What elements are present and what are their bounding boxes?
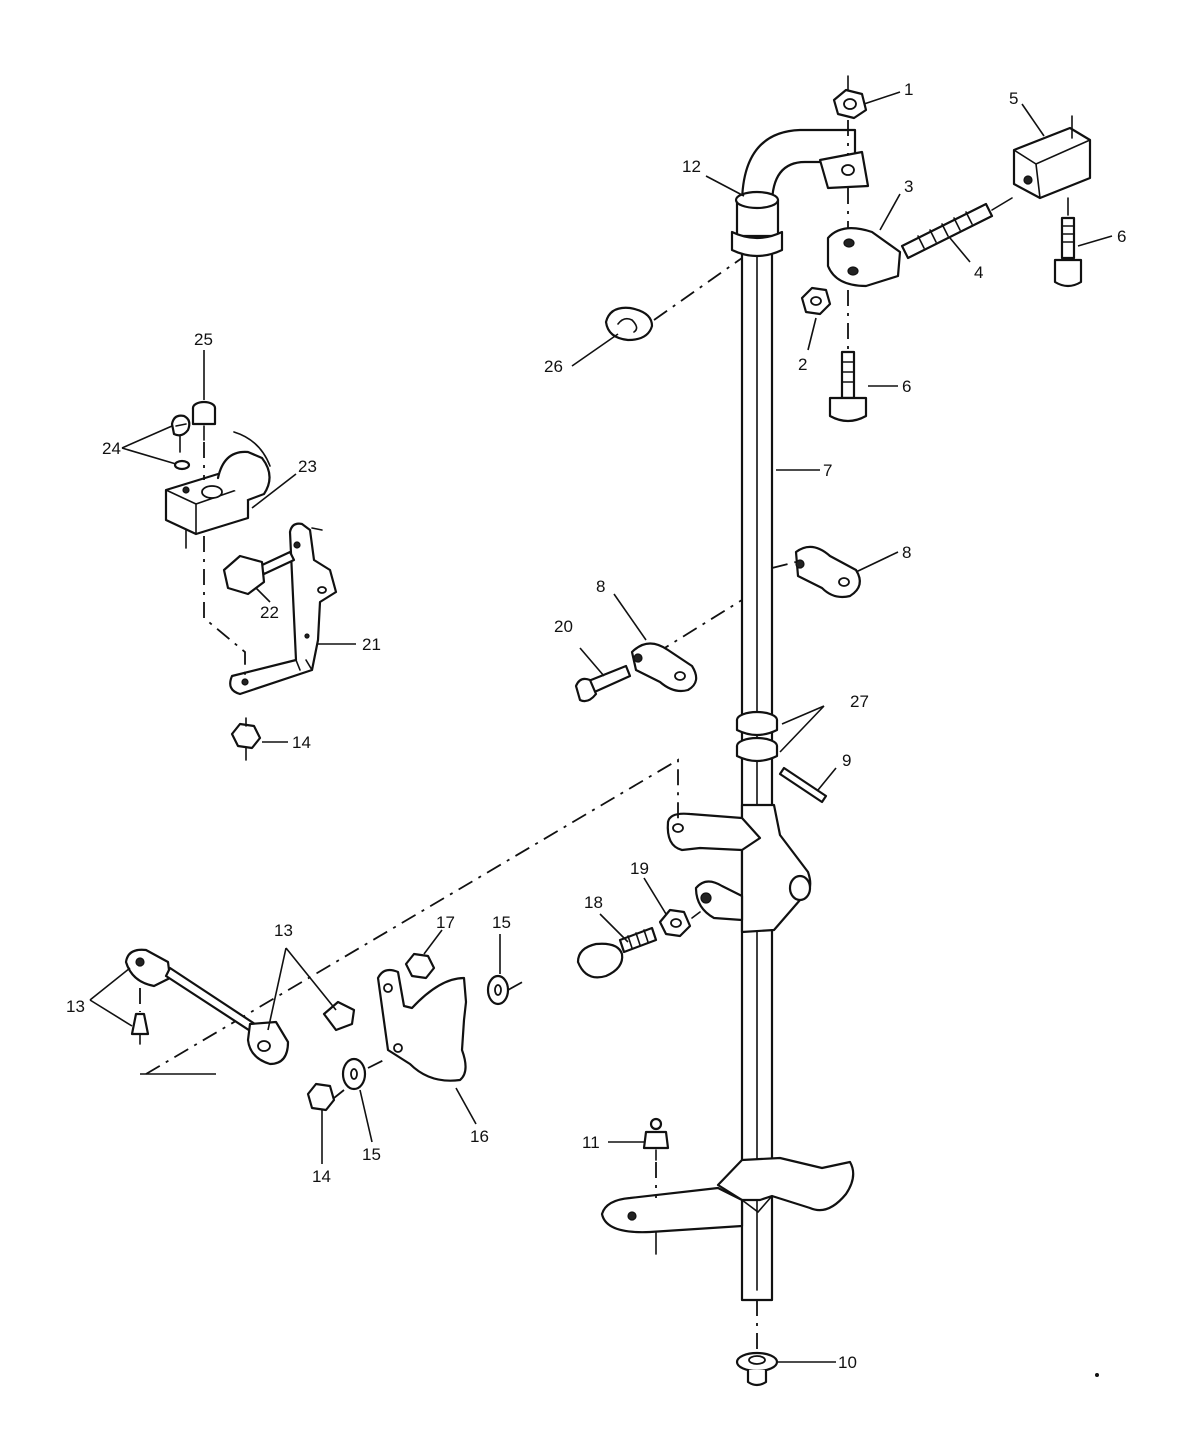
clamp-8-left (630, 642, 698, 693)
callout-5: 5 (1009, 89, 1018, 108)
callout-13-top: 13 (274, 921, 293, 940)
main-rod (740, 128, 870, 1302)
callout-10: 10 (838, 1353, 857, 1372)
clip-26 (604, 306, 654, 342)
bottom-lever (600, 1156, 855, 1255)
callout-8-right: 8 (902, 543, 911, 562)
pin-9 (778, 766, 828, 804)
callout-6-upper: 6 (1117, 227, 1126, 246)
ring-27-upper (735, 710, 779, 737)
callout-labels: 1 2 3 4 5 6 6 7 8 8 9 10 11 12 13 13 14 … (66, 80, 1126, 1372)
callout-13-left: 13 (66, 997, 85, 1016)
callout-22: 22 (260, 603, 279, 622)
callout-3: 3 (904, 177, 913, 196)
callout-16: 16 (470, 1127, 489, 1146)
callout-4: 4 (974, 263, 983, 282)
callout-14-upper: 14 (292, 733, 311, 752)
nut-2 (800, 286, 832, 316)
callout-26: 26 (544, 357, 563, 376)
lever-casting (666, 803, 812, 934)
callout-23: 23 (298, 457, 317, 476)
callout-11: 11 (582, 1133, 600, 1152)
callout-27: 27 (850, 692, 869, 711)
callout-19: 19 (630, 859, 649, 878)
bushing-12 (730, 190, 784, 258)
stud-11 (642, 1117, 670, 1161)
ring-27-lower (735, 736, 779, 763)
callout-8-left: 8 (596, 577, 605, 596)
threaded-rod-4 (900, 197, 1013, 260)
callout-17: 17 (436, 913, 455, 932)
nut-17 (404, 952, 436, 980)
leader-lines (89, 91, 1113, 1363)
screw-18 (576, 926, 658, 979)
screw-6-upper (1053, 197, 1083, 288)
callout-15-upper: 15 (492, 913, 511, 932)
screw-24 (170, 414, 191, 471)
nut-14-lower (306, 1082, 336, 1112)
screw-20 (574, 664, 632, 703)
callout-20: 20 (554, 617, 573, 636)
ball-joint-13-right (246, 1020, 290, 1066)
callout-25: 25 (194, 330, 213, 349)
clamp-8-right (794, 545, 861, 599)
callout-14-lower: 14 (312, 1167, 331, 1186)
callout-21: 21 (362, 635, 381, 654)
nut-14-upper (230, 717, 262, 761)
callout-9: 9 (842, 751, 851, 770)
callout-12: 12 (682, 157, 701, 176)
ball-joint-13-left (124, 948, 172, 1045)
block-5 (1012, 115, 1092, 200)
callout-18: 18 (584, 893, 603, 912)
bracket-21 (229, 522, 338, 696)
washer-15-lower (341, 1057, 367, 1091)
callout-7: 7 (823, 461, 832, 480)
callout-6-lower: 6 (902, 377, 911, 396)
bolt-22 (222, 550, 296, 596)
swivel-block-3 (826, 227, 902, 288)
nut-1 (832, 75, 868, 120)
callout-2: 2 (798, 355, 807, 374)
callout-1: 1 (904, 80, 913, 99)
pin-25 (191, 400, 217, 441)
callout-15-lower: 15 (362, 1145, 381, 1164)
plate-16 (376, 968, 468, 1082)
nut-19 (658, 908, 692, 938)
callout-24: 24 (102, 439, 121, 458)
ball-stud-13 (322, 1000, 356, 1032)
screw-6-lower (828, 350, 868, 423)
bushing-10 (735, 1300, 779, 1387)
clamp-23 (164, 431, 271, 549)
washer-15-upper (486, 974, 510, 1006)
stray-dot (1095, 1373, 1099, 1377)
